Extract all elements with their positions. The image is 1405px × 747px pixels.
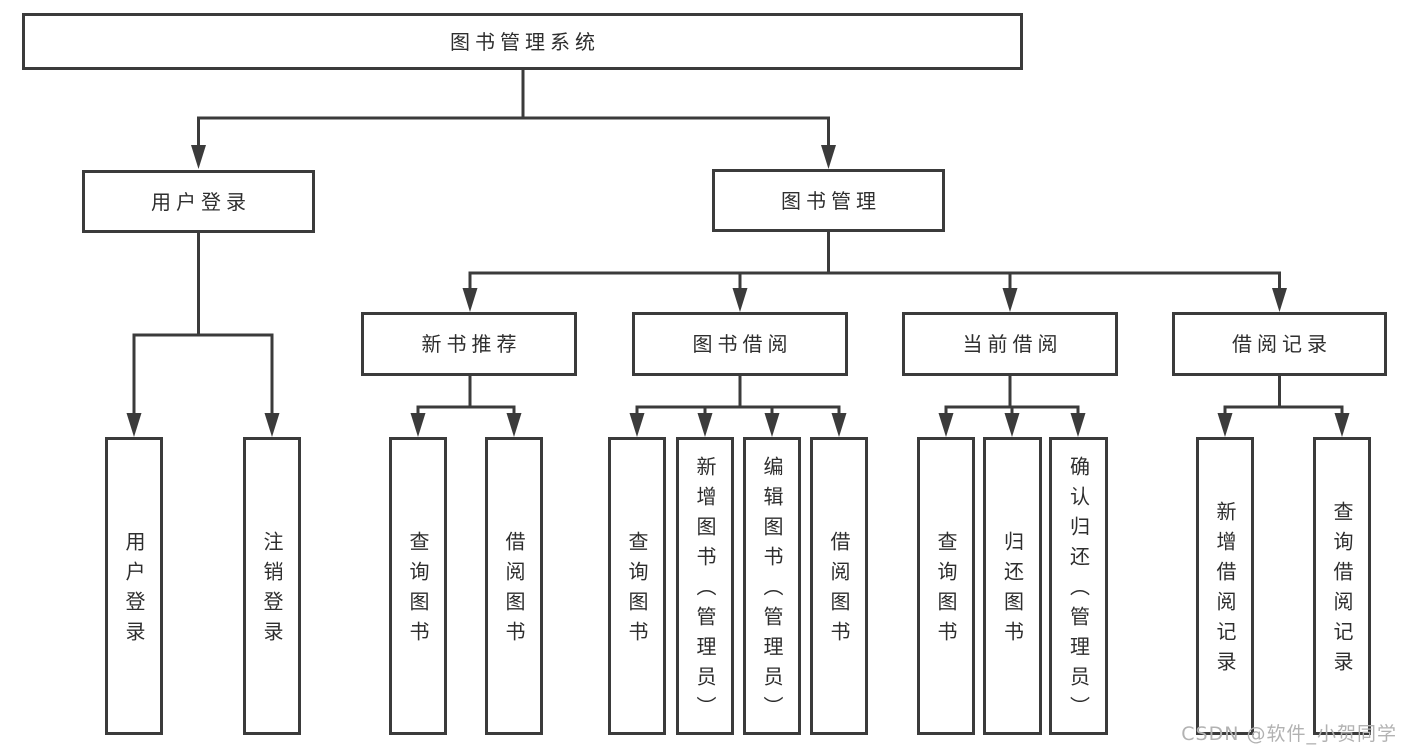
node-leaf-add-books-admin: 新增图书（管理员）: [676, 437, 734, 735]
node-leaf-query-borrow-record: 查询借阅记录: [1313, 437, 1371, 735]
arrow-down-icon: [410, 413, 426, 437]
node-leaf-query-books-3: 查询图书: [917, 437, 975, 735]
arrow-down-icon: [1070, 413, 1086, 437]
arrow-down-icon: [1272, 288, 1287, 312]
arrow-down-icon: [764, 413, 780, 437]
node-leaf-confirm-return-admin: 确认归还（管理员）: [1049, 437, 1108, 735]
node-book-management: 图书管理: [712, 169, 945, 232]
arrow-down-icon: [264, 413, 280, 437]
node-user-login: 用户登录: [82, 170, 315, 233]
arrow-down-icon: [462, 288, 478, 312]
node-leaf-query-books-1: 查询图书: [389, 437, 447, 735]
node-leaf-user-login: 用户登录: [105, 437, 163, 735]
arrow-down-icon: [1217, 413, 1233, 437]
node-leaf-return-books: 归还图书: [983, 437, 1042, 735]
watermark: CSDN @软件_小贺同学: [1181, 723, 1397, 745]
arrow-down-icon: [191, 145, 206, 169]
node-borrow-records: 借阅记录: [1172, 312, 1387, 376]
node-book-borrow: 图书借阅: [632, 312, 848, 376]
arrow-down-icon: [831, 413, 847, 437]
node-root: 图书管理系统: [22, 13, 1023, 70]
node-leaf-query-books-2: 查询图书: [608, 437, 666, 735]
arrow-down-icon: [1002, 288, 1018, 312]
arrow-down-icon: [629, 413, 645, 437]
node-leaf-borrow-books-1: 借阅图书: [485, 437, 543, 735]
node-new-book-recommend: 新书推荐: [361, 312, 577, 376]
arrow-down-icon: [1334, 413, 1350, 437]
node-current-borrow: 当前借阅: [902, 312, 1118, 376]
arrow-down-icon: [1004, 413, 1020, 437]
arrow-down-icon: [126, 413, 142, 437]
node-leaf-add-borrow-record: 新增借阅记录: [1196, 437, 1254, 735]
arrow-down-icon: [732, 288, 748, 312]
arrow-down-icon: [938, 413, 954, 437]
arrow-down-icon: [821, 145, 836, 169]
node-leaf-borrow-books-2: 借阅图书: [810, 437, 868, 735]
arrow-down-icon: [506, 413, 522, 437]
node-leaf-logout: 注销登录: [243, 437, 301, 735]
arrow-down-icon: [697, 413, 713, 437]
node-leaf-edit-books-admin: 编辑图书（管理员）: [743, 437, 801, 735]
